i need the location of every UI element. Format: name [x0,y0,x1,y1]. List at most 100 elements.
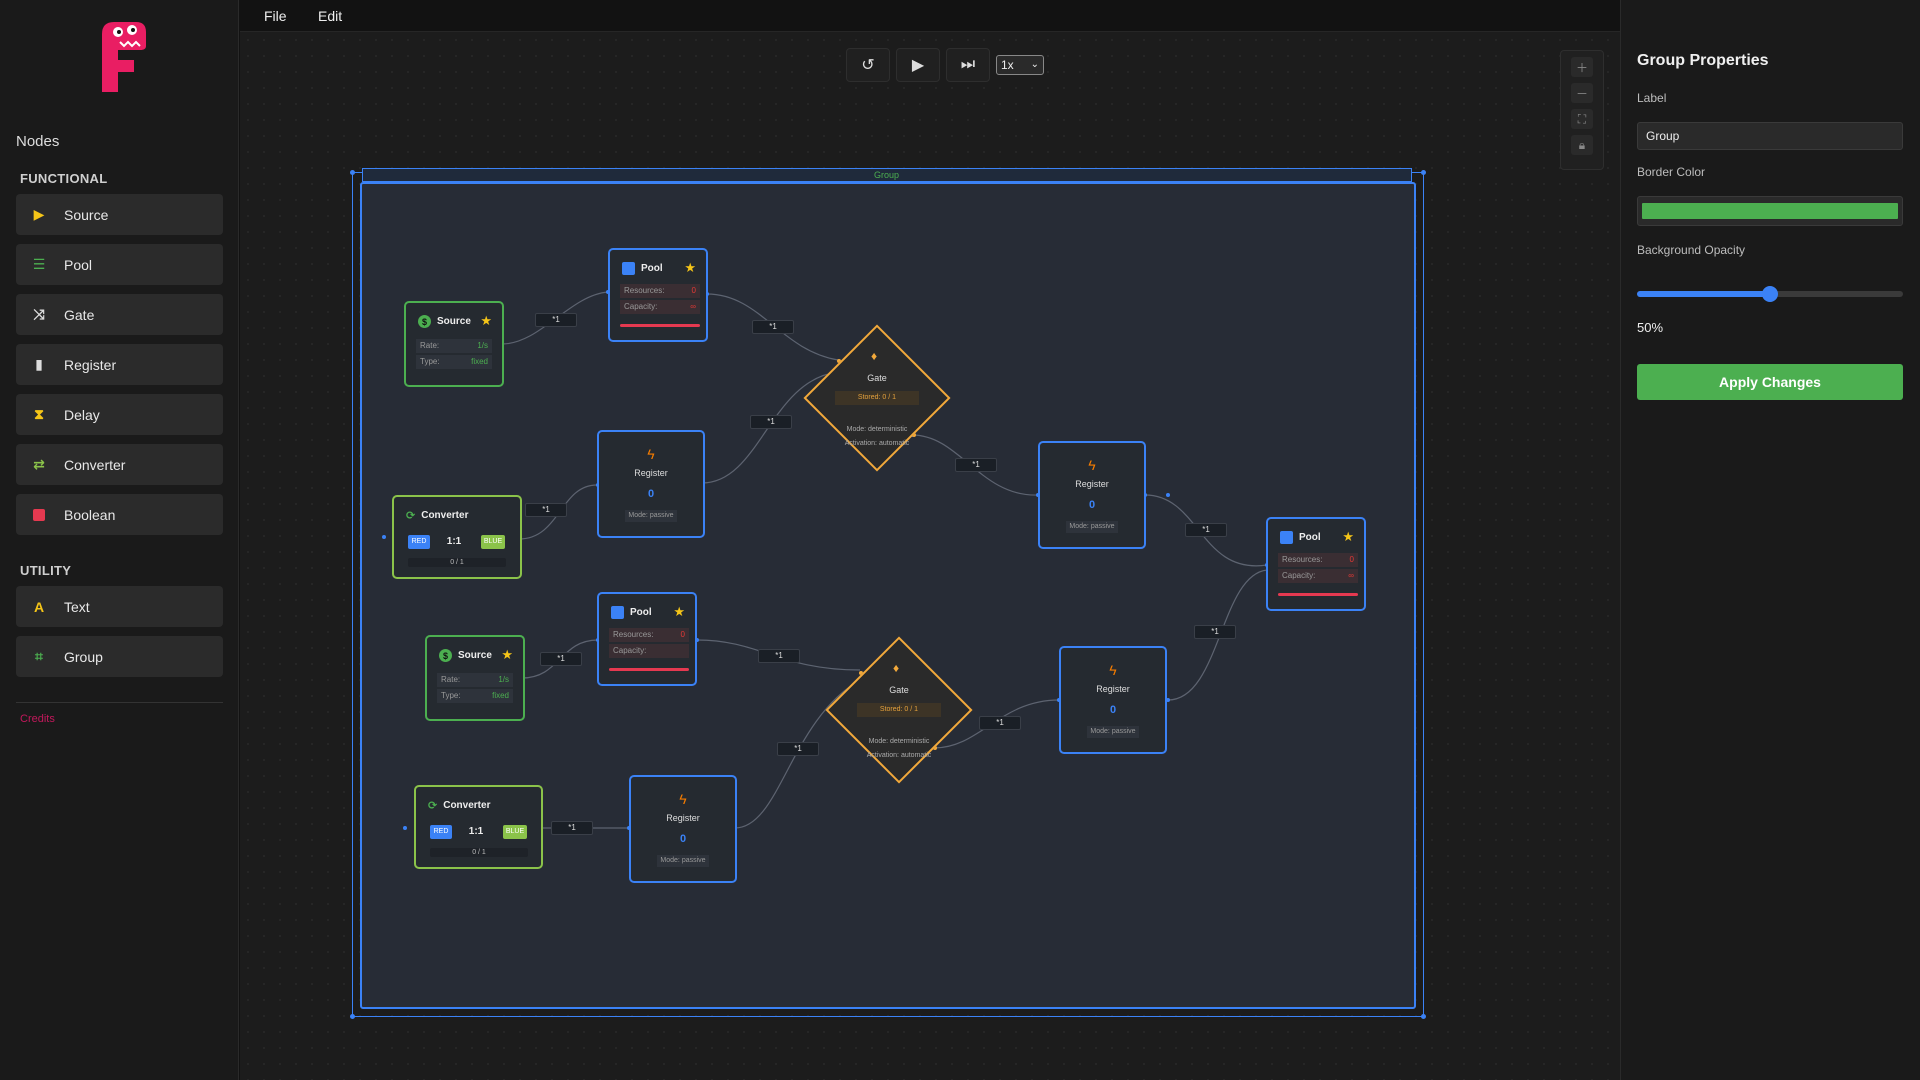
register-node[interactable]: ϟ Register 0 Mode: passive [629,775,737,883]
reset-button[interactable]: ↺ [846,48,890,82]
sidebar-item-delay[interactable]: ⧗Delay [16,394,223,435]
row-value: fixed [492,691,509,700]
converter-output-badge: BLUE [481,535,505,549]
converter-node[interactable]: ⟳Converter RED 1:1 BLUE 0 / 1 [414,785,543,869]
pool-node[interactable]: Pool ★ Resources:0 Capacity:∞ [1266,517,1366,611]
register-node[interactable]: ϟ Register 0 Mode: passive [1059,646,1167,754]
star-icon[interactable]: ★ [480,313,492,328]
row-key: Resources: [1282,555,1323,564]
group-node[interactable] [360,182,1416,1009]
apply-changes-button[interactable]: Apply Changes [1637,364,1903,400]
node-title: $Source [439,649,492,662]
rate-row: Rate: 1/s [437,673,513,687]
lock-button[interactable]: 🔒︎ [1571,135,1593,155]
star-icon[interactable]: ★ [1342,529,1354,544]
row-value: 1/s [498,675,509,684]
edge-label[interactable]: *1 [979,716,1021,730]
edge-label[interactable]: *1 [777,742,819,756]
pool-node[interactable]: Pool ★ Resources:0 Capacity: [597,592,697,686]
edge-label[interactable]: *1 [535,313,577,327]
gate-diamond-icon: ♦ [893,661,900,675]
gate-activation: Activation: automatic [844,440,910,447]
play-icon: ▶ [911,57,925,74]
node-title: Pool [622,262,663,275]
edge-label[interactable]: *1 [1185,523,1227,537]
edge-label[interactable]: *1 [551,821,593,835]
converter-node[interactable]: ⟳Converter RED 1:1 BLUE 0 / 1 [392,495,522,579]
row-key: Type: [441,691,461,700]
play-button[interactable]: ▶ [896,48,940,82]
bolt-icon: ϟ [647,446,655,462]
row-key: Resources: [613,630,654,639]
gate-mode: Mode: deterministic [846,426,908,433]
resources-row: Resources: 0 [609,628,689,642]
fit-view-button[interactable]: ⛶ [1571,109,1593,129]
register-mode: Mode: passive [1066,521,1118,533]
swap-icon: ⇄ [33,456,45,472]
node-title: ⟳Converter [428,799,490,812]
edge-label[interactable]: *1 [752,320,794,334]
node-title-text: Pool [641,263,663,274]
sidebar-item-source[interactable]: ▶Source [16,194,223,235]
star-icon[interactable]: ★ [501,647,513,662]
gate-diamond-icon: ♦ [871,349,878,363]
edge-label[interactable]: *1 [750,415,792,429]
credits-link[interactable]: Credits [20,713,55,725]
star-icon[interactable]: ★ [684,260,696,275]
sidebar-item-register[interactable]: ▮ Register [16,344,223,385]
register-node[interactable]: ϟ Register 0 Mode: passive [1038,441,1146,549]
edge-label[interactable]: *1 [758,649,800,663]
resize-handle[interactable] [1421,1014,1426,1019]
gate-stored: Stored: 0 / 1 [835,391,919,405]
gate-stored: Stored: 0 / 1 [857,703,941,717]
bolt-icon: ϟ [679,791,687,807]
row-key: Capacity: [613,646,647,655]
sidebar-item-gate[interactable]: ⤨Gate [16,294,223,335]
step-button[interactable]: ⏭ [946,48,990,82]
converter-input-badge: RED [430,825,452,839]
sidebar-item-boolean[interactable]: Boolean [16,494,223,535]
row-value: ∞ [690,302,696,311]
source-node[interactable]: $Source ★ Rate: 1/s Type: fixed [425,635,525,721]
resize-handle[interactable] [350,1014,355,1019]
menu-edit[interactable]: Edit [318,8,343,24]
sidebar-item-converter[interactable]: ⇄Converter [16,444,223,485]
row-key: Rate: [441,675,461,684]
register-mode: Mode: passive [1087,726,1139,738]
edge-label[interactable]: *1 [540,652,582,666]
group-label-input[interactable]: Group [1637,122,1903,150]
zoom-out-button[interactable]: － [1571,83,1593,103]
clipboard-icon: ▮ [35,356,43,372]
gate-activation: Activation: automatic [866,752,932,759]
register-node[interactable]: ϟ Register 0 Mode: passive [597,430,705,538]
resize-handle[interactable] [350,170,355,175]
sidebar-item-label: Text [64,598,90,615]
resources-row: Resources:0 [620,284,700,298]
border-color-swatch [1642,203,1898,219]
row-key: Resources: [624,286,665,295]
opacity-slider[interactable] [1637,286,1903,302]
row-key: Rate: [420,341,440,350]
row-value: 0 [680,630,685,639]
group-header[interactable] [362,168,1412,182]
sidebar-item-label: Register [64,356,117,373]
register-value: 0 [1088,499,1096,511]
menu-bar: File Edit [240,0,1620,32]
sidebar-item-group[interactable]: ⌗Group [16,636,223,677]
edge-label[interactable]: *1 [955,458,997,472]
edge-label[interactable]: *1 [1194,625,1236,639]
minus-icon: － [1575,86,1588,101]
menu-file[interactable]: File [264,8,287,24]
slider-thumb[interactable] [1762,286,1778,302]
star-icon[interactable]: ★ [673,604,685,619]
pool-node[interactable]: Pool ★ Resources:0 Capacity:∞ [608,248,708,342]
resize-handle[interactable] [1421,170,1426,175]
border-color-picker[interactable] [1637,196,1903,226]
speed-select[interactable]: 1x⌄ [996,55,1044,75]
edge-label[interactable]: *1 [525,503,567,517]
zoom-in-button[interactable]: ＋ [1571,57,1593,77]
source-node[interactable]: $Source ★ Rate:1/s Type:fixed [404,301,504,387]
sidebar-item-pool[interactable]: ☰Pool [16,244,223,285]
node-title-text: Converter [421,510,469,521]
